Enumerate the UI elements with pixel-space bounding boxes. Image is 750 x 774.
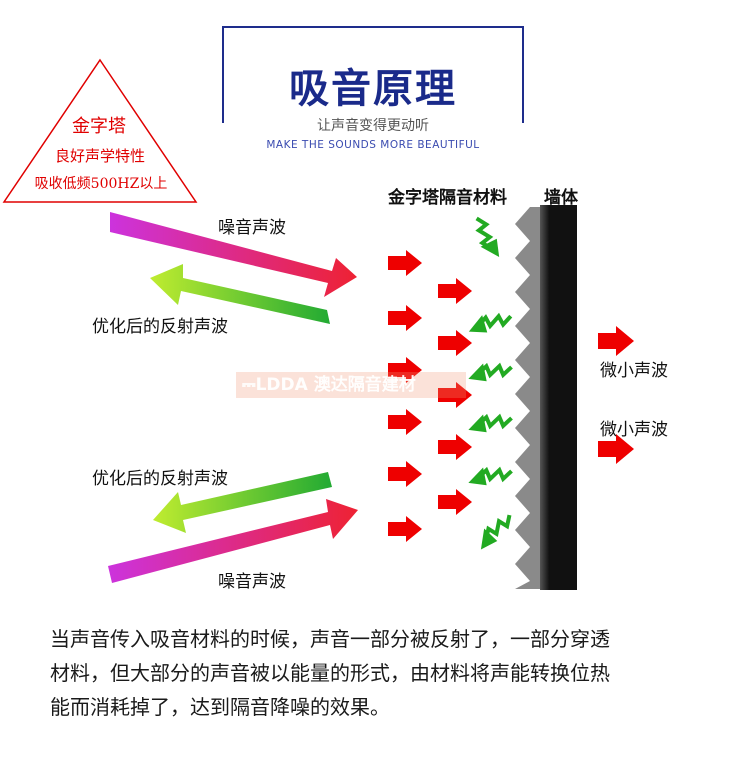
incident-label-top: 噪音声波	[218, 218, 286, 238]
pyramid-material	[515, 207, 545, 589]
transmitted-label-2: 微小声波	[600, 420, 668, 440]
subtitle-english: MAKE THE SOUNDS MORE BEAUTIFUL	[266, 139, 480, 151]
badge-title: 金字塔	[72, 116, 126, 137]
incident-wave-arrow-bottom	[108, 499, 358, 583]
transmitted-label-1: 微小声波	[600, 361, 668, 381]
reflected-wave-arrow-top	[150, 264, 330, 324]
description-line-2: 材料，但大部分的声音被以能量的形式，由材料将声能转换位热	[50, 661, 610, 685]
badge-line-3: 吸收低频500HZ以上	[34, 176, 168, 192]
badge-line-2: 良好声学特性	[54, 147, 145, 165]
wall-label: 墙体	[544, 188, 578, 208]
title-frame	[222, 26, 524, 123]
description-line-1: 当声音传入吸音材料的时候，声音一部分被反射了，一部分穿透	[50, 627, 610, 651]
description-line-3: 能而消耗掉了，达到隔音降噪的效果。	[50, 695, 390, 719]
reflected-wave-arrow-bottom	[153, 472, 332, 533]
page-title: 吸音原理	[289, 66, 457, 112]
penetration-arrows-col2	[438, 278, 472, 515]
incident-label-bottom: 噪音声波	[218, 572, 286, 592]
reflected-label-top: 优化后的反射声波	[92, 317, 228, 337]
transmitted-arrows	[598, 326, 634, 464]
subtitle-chinese: 让声音变得更动听	[317, 118, 429, 134]
incident-wave-arrow-top	[110, 212, 357, 297]
material-label: 金字塔隔音材料	[388, 188, 507, 208]
description-text: 当声音传入吸音材料的时候，声音一部分被反射了，一部分穿透 材料，但大部分的声音被…	[50, 622, 720, 724]
absorbed-wave-arrows	[464, 212, 520, 555]
reflected-label-bottom: 优化后的反射声波	[92, 469, 228, 489]
wall-block	[540, 205, 577, 590]
brand-watermark: ⎓LDDA 澳达隔音建材	[236, 372, 466, 398]
penetration-arrows-col1	[388, 250, 422, 542]
badge-triangle	[2, 58, 198, 203]
